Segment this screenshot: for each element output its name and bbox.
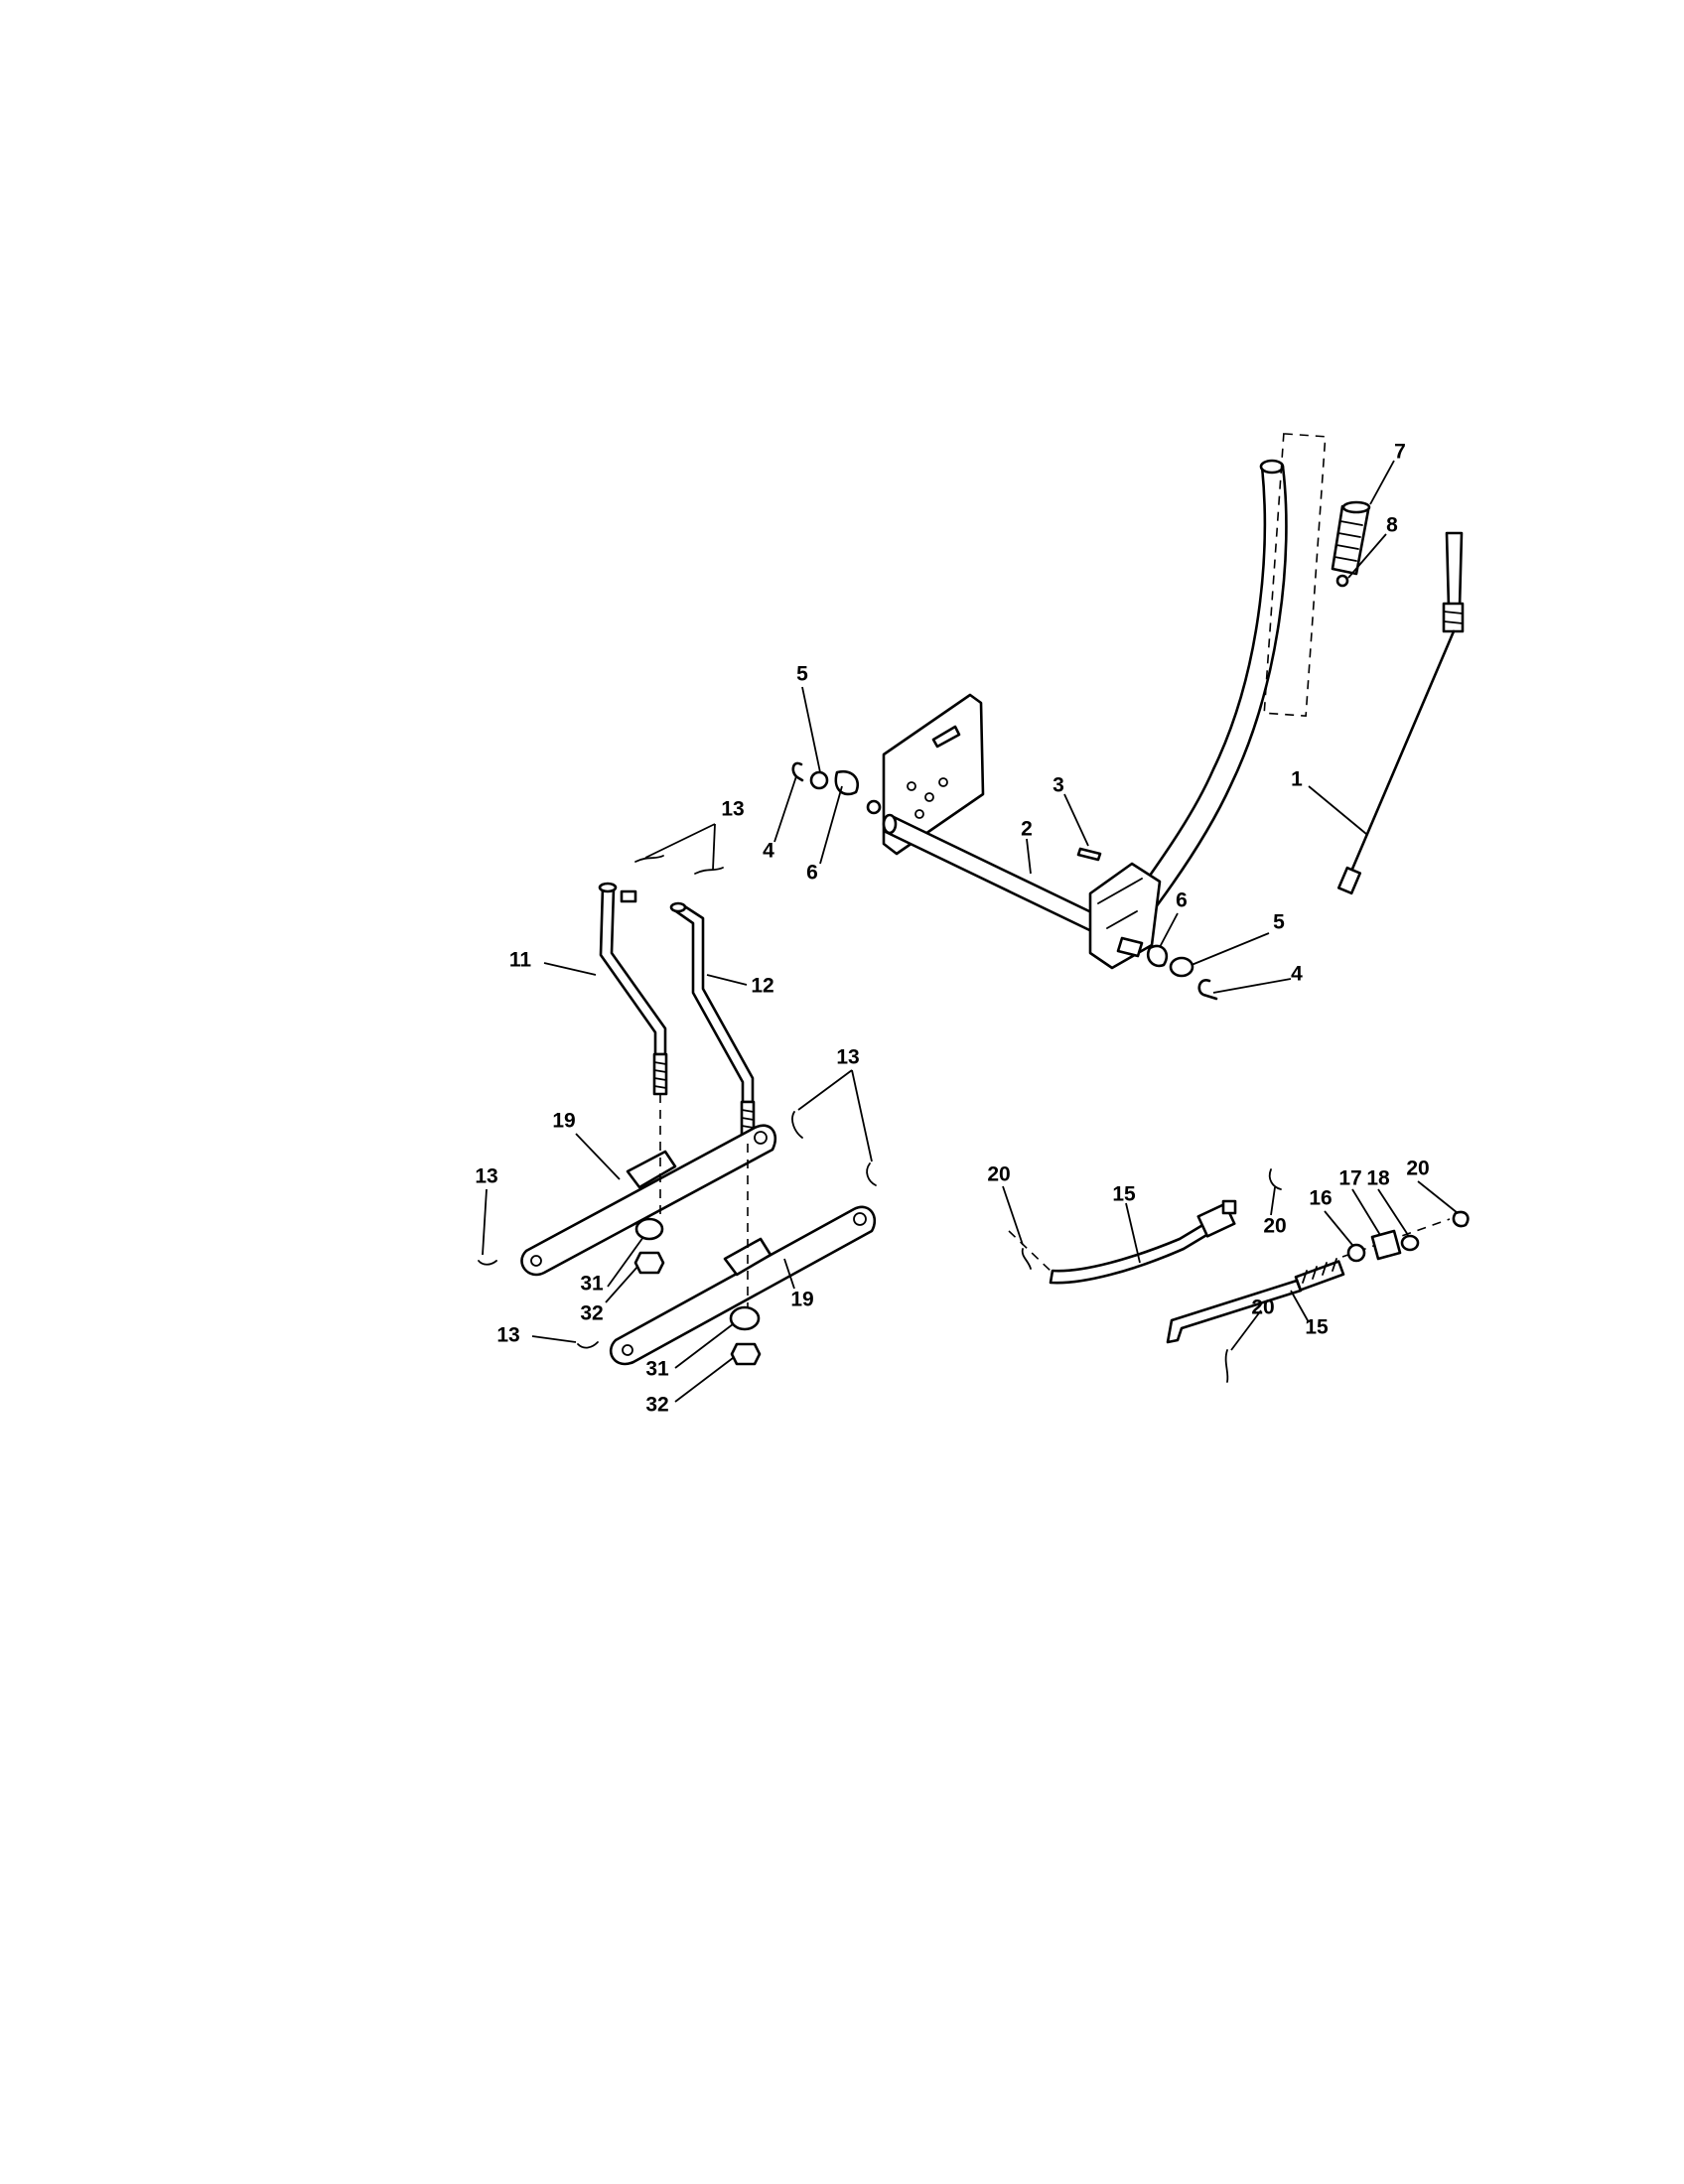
- clip-13-top-a: [634, 855, 664, 863]
- bushing-31-upper: [634, 1217, 664, 1241]
- callout-13: 13: [496, 1324, 519, 1347]
- bushing-31-lower: [729, 1305, 761, 1331]
- callout-11: 11: [509, 949, 532, 972]
- callout-5: 5: [796, 663, 808, 686]
- callout-7: 7: [1394, 441, 1406, 464]
- clip-13-right-b: [866, 1162, 877, 1186]
- adjust-rod-15-upper: [1049, 1199, 1237, 1285]
- bushing-6-left: [834, 769, 859, 796]
- washer-5-left: [809, 770, 829, 790]
- callout-20: 20: [1251, 1297, 1274, 1319]
- leader-lines: [482, 460, 1459, 1403]
- lift-handle: [1120, 459, 1288, 930]
- callout-18: 18: [1366, 1167, 1390, 1190]
- callout-15: 15: [1112, 1183, 1136, 1206]
- clip-20-right: [1452, 1210, 1470, 1228]
- handle-bracket: [1088, 862, 1162, 970]
- handle-grip-phantom: [1263, 433, 1327, 717]
- handle-grip: [1331, 500, 1371, 576]
- pin-3: [1076, 847, 1102, 862]
- callout-8: 8: [1386, 514, 1398, 537]
- handle-pin: [1335, 574, 1349, 588]
- callout-17: 17: [1338, 1167, 1361, 1190]
- callout-31: 31: [645, 1358, 669, 1381]
- callout-6: 6: [806, 862, 818, 885]
- washer-5-right: [1169, 956, 1194, 978]
- callout-32: 32: [580, 1302, 603, 1325]
- callout-13: 13: [836, 1046, 859, 1069]
- nut-32-upper: [633, 1251, 665, 1275]
- callout-4: 4: [1291, 963, 1303, 986]
- washer-18: [1400, 1234, 1420, 1252]
- callout-1: 1: [1291, 768, 1303, 791]
- clip-20-top: [1268, 1168, 1282, 1190]
- callout-19: 19: [552, 1110, 575, 1133]
- callout-13: 13: [475, 1165, 497, 1188]
- trunnion-17: [1370, 1229, 1402, 1261]
- clip-20-bottom: [1224, 1349, 1229, 1383]
- phantom-line-20: [1008, 1230, 1053, 1274]
- callout-20: 20: [1263, 1215, 1286, 1238]
- callout-5: 5: [1273, 911, 1285, 934]
- nut-16: [1346, 1243, 1366, 1263]
- link-11-end-cap: [620, 889, 637, 903]
- callouts: 7 8 1 5 3 2 4 6 13 11 12 6 5 4 19 13 13 …: [475, 441, 1429, 1417]
- callout-12: 12: [751, 975, 773, 998]
- pivot-plate: [882, 693, 985, 856]
- callout-16: 16: [1309, 1187, 1332, 1210]
- callout-31: 31: [580, 1273, 604, 1296]
- clip-13-left: [478, 1260, 497, 1266]
- callout-20: 20: [1406, 1158, 1429, 1180]
- clip-20-left: [1021, 1248, 1032, 1270]
- bushing-6-right: [1146, 944, 1169, 968]
- bushing-inner-left: [866, 799, 882, 815]
- callout-19: 19: [790, 1289, 813, 1311]
- callout-32: 32: [645, 1394, 668, 1417]
- nut-32-lower: [730, 1342, 762, 1366]
- callout-20: 20: [987, 1163, 1010, 1186]
- clip-13-bottom: [577, 1341, 599, 1349]
- clip-13-top-b: [694, 867, 724, 875]
- adjust-rod-15-lower: [1166, 1258, 1345, 1344]
- cross-shaft: [882, 813, 1116, 940]
- callout-6: 6: [1176, 889, 1188, 912]
- hairpin-4-right: [1197, 979, 1218, 1001]
- clip-13-right-a: [791, 1111, 803, 1139]
- callout-2: 2: [1021, 818, 1033, 841]
- lift-cable: [1336, 531, 1465, 895]
- callout-4: 4: [763, 840, 774, 863]
- hairpin-4-left: [791, 761, 804, 782]
- callout-13: 13: [721, 798, 744, 821]
- shaft-end: [1116, 936, 1144, 958]
- callout-15: 15: [1305, 1316, 1329, 1339]
- callout-3: 3: [1052, 774, 1064, 797]
- lift-link-12: [669, 901, 756, 1146]
- lift-link-11: [598, 882, 668, 1096]
- lift-arm-19-upper: [520, 1124, 777, 1277]
